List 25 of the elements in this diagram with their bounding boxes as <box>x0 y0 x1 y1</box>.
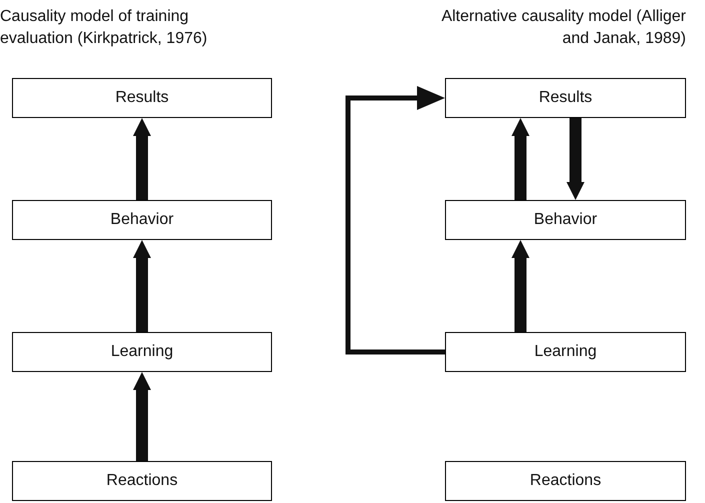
box-label: Reactions <box>106 472 178 490</box>
level-box <box>12 200 272 240</box>
box-label: Reactions <box>530 472 602 490</box>
box-label: Results <box>538 89 592 107</box>
level-box <box>445 332 686 372</box>
level-box <box>445 461 686 501</box>
box-label: Behavior <box>534 211 598 229</box>
level-box <box>445 200 686 240</box>
block-arrow <box>512 118 530 200</box>
block-arrow <box>512 240 530 332</box>
arrow <box>346 86 445 354</box>
model-heading: Causality model of training evaluation (Kirkpatrick, 1976) <box>0 7 208 49</box>
box-label: Results <box>115 89 169 107</box>
level-box <box>12 332 272 372</box>
block-arrow <box>566 118 584 200</box>
block-arrow <box>133 372 151 461</box>
box-label: Learning <box>534 343 597 361</box>
box-label: Behavior <box>110 211 174 229</box>
level-box <box>12 78 272 118</box>
level-box <box>445 78 686 118</box>
box-label: Learning <box>110 343 174 361</box>
block-arrow <box>133 240 151 332</box>
block-arrow <box>133 118 151 200</box>
level-box <box>12 461 272 501</box>
model-heading: Alternative causality model (Alliger and Janak, 1989) <box>441 7 686 49</box>
